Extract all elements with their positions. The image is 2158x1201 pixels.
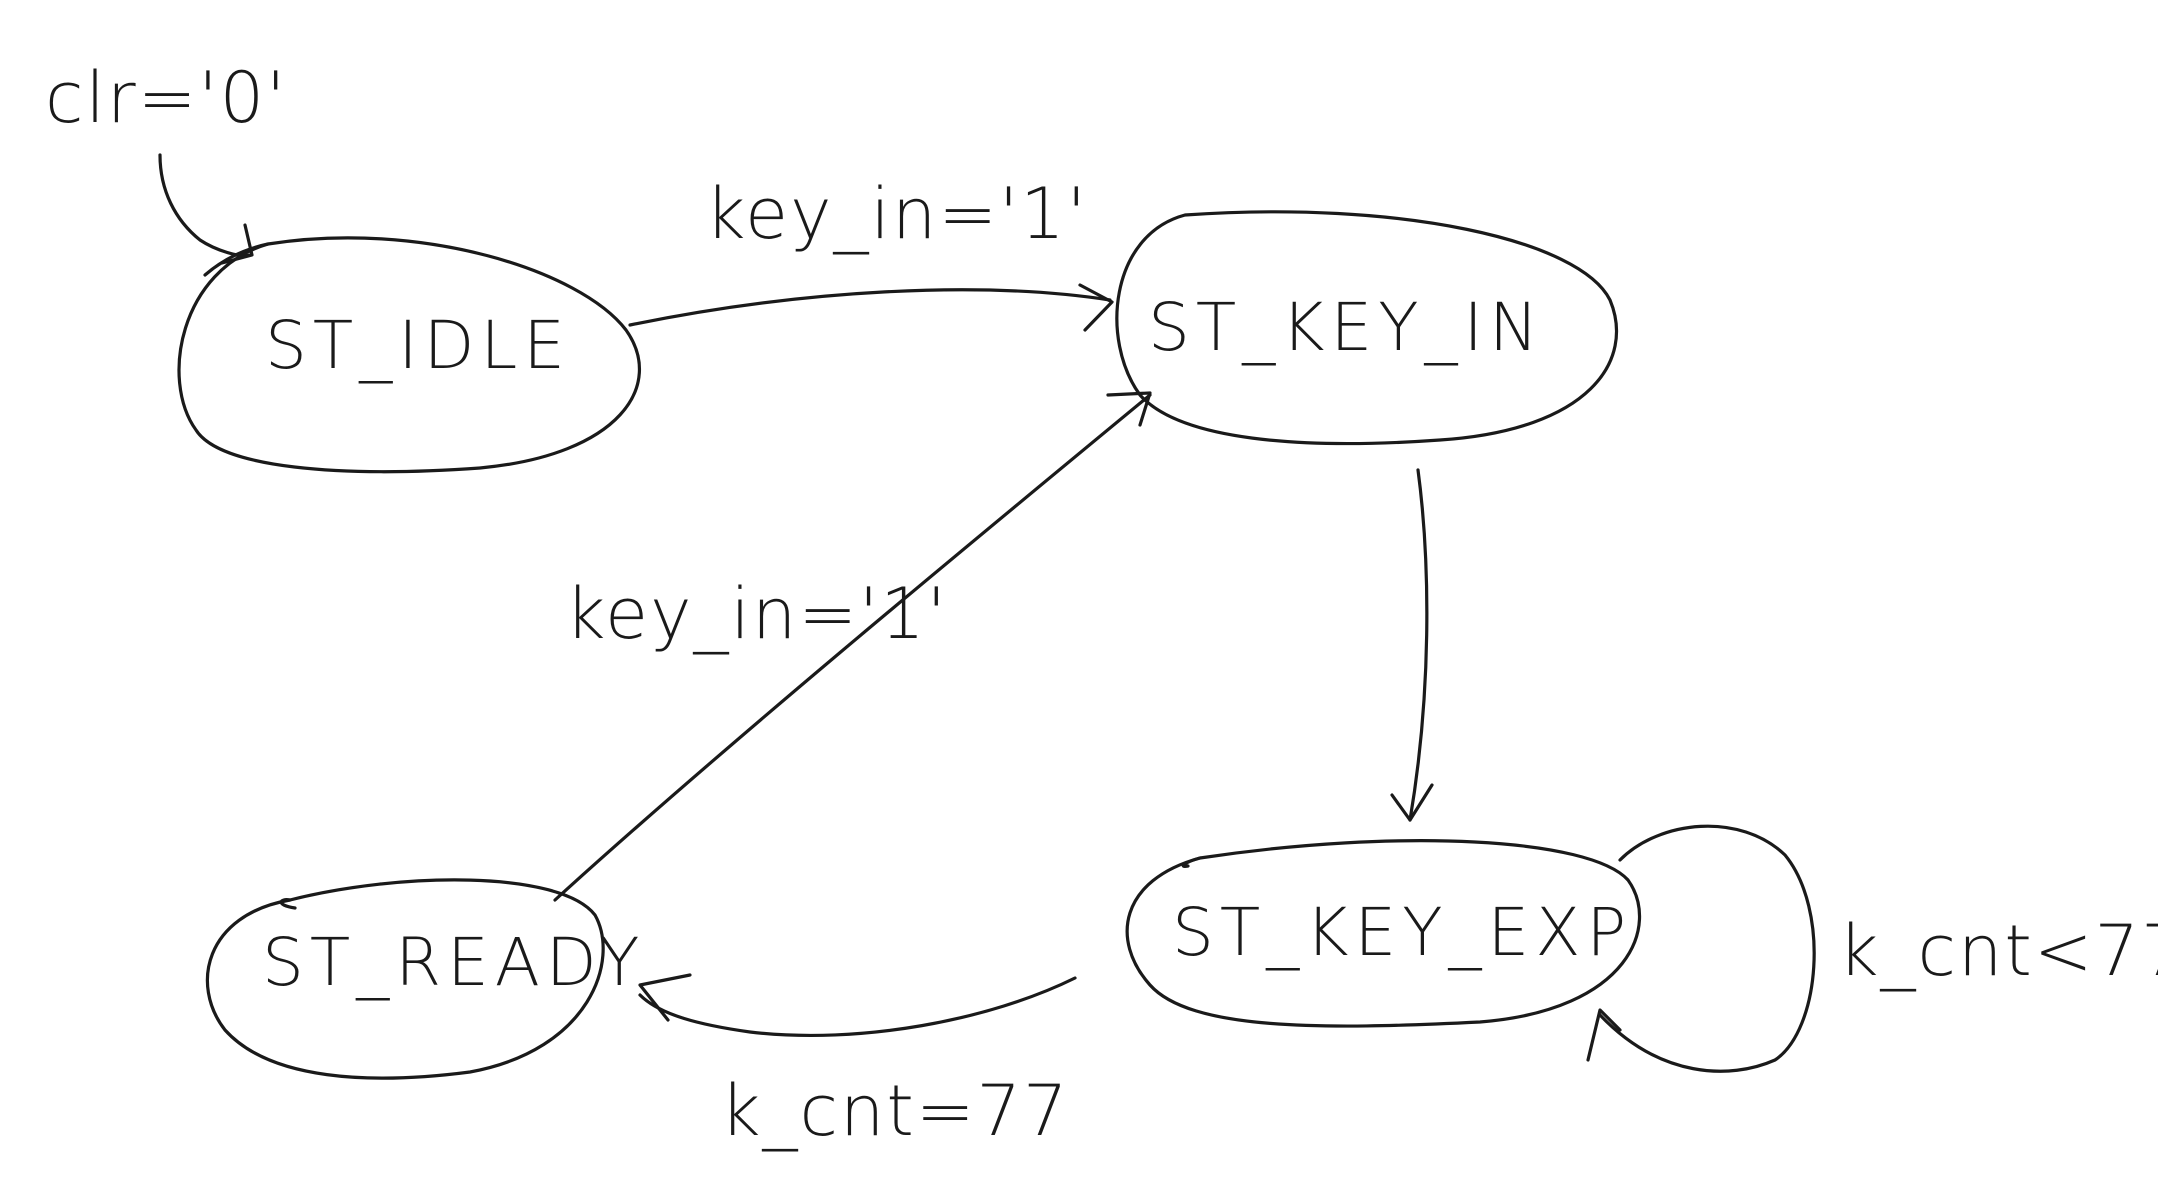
state-st-idle-ellipse-tail xyxy=(203,242,270,277)
transition-key-in-to-key-exp xyxy=(1390,468,1434,822)
state-st-key-in-ellipse xyxy=(1115,210,1619,446)
state-st-key-exp-ellipse xyxy=(1125,839,1642,1028)
transition-key-exp-to-ready: k_cnt=77 xyxy=(638,973,1077,1152)
transition-reset-line xyxy=(158,153,252,258)
state-st-idle: ST_IDLE xyxy=(177,236,642,474)
state-st-key-exp-label: ST_KEY_EXP xyxy=(1172,894,1632,971)
transition-reset: clr='0' xyxy=(45,57,287,265)
transition-key-exp-self-loop-label: k_cnt<77 xyxy=(1838,910,2158,992)
state-st-key-in-label: ST_KEY_IN xyxy=(1148,289,1544,366)
transition-idle-to-key-in-line xyxy=(628,288,1112,327)
state-st-key-exp: ST_KEY_EXP xyxy=(1125,839,1642,1028)
state-st-idle-label: ST_IDLE xyxy=(265,307,571,384)
transition-key-exp-to-ready-line xyxy=(638,976,1077,1037)
transition-key-exp-to-ready-label: k_cnt=77 xyxy=(720,1070,1070,1152)
state-st-ready-label: ST_READY xyxy=(262,924,645,1001)
state-st-key-exp-ellipse-tail xyxy=(1181,856,1202,868)
transition-key-exp-self-loop-line xyxy=(1598,824,1816,1073)
state-st-ready-ellipse xyxy=(205,878,605,1080)
transition-ready-to-key-in-label: key_in='1' xyxy=(565,573,948,655)
transition-ready-to-key-in: key_in='1' xyxy=(553,391,1152,902)
state-st-ready-ellipse-tail xyxy=(279,898,297,910)
transition-idle-to-key-in-arrowhead xyxy=(1078,283,1114,332)
state-st-ready: ST_READY xyxy=(205,878,645,1080)
transition-reset-label: clr='0' xyxy=(45,57,287,139)
state-st-idle-ellipse xyxy=(177,236,642,474)
state-st-key-in: ST_KEY_IN xyxy=(1115,210,1619,446)
transition-key-in-to-key-exp-line xyxy=(1408,468,1429,822)
transition-ready-to-key-in-line xyxy=(553,393,1152,902)
transition-key-exp-self-loop-arrowhead xyxy=(1586,1008,1622,1062)
transition-idle-to-key-in: key_in='1' xyxy=(628,173,1114,332)
transition-key-exp-to-ready-arrowhead xyxy=(638,973,692,1022)
transition-reset-arrowhead xyxy=(220,223,254,265)
transition-ready-to-key-in-arrowhead xyxy=(1106,391,1152,427)
transition-idle-to-key-in-label: key_in='1' xyxy=(705,173,1088,255)
transition-key-in-to-key-exp-arrowhead xyxy=(1390,783,1434,822)
transition-key-exp-self-loop: k_cnt<77 xyxy=(1586,824,2158,1073)
